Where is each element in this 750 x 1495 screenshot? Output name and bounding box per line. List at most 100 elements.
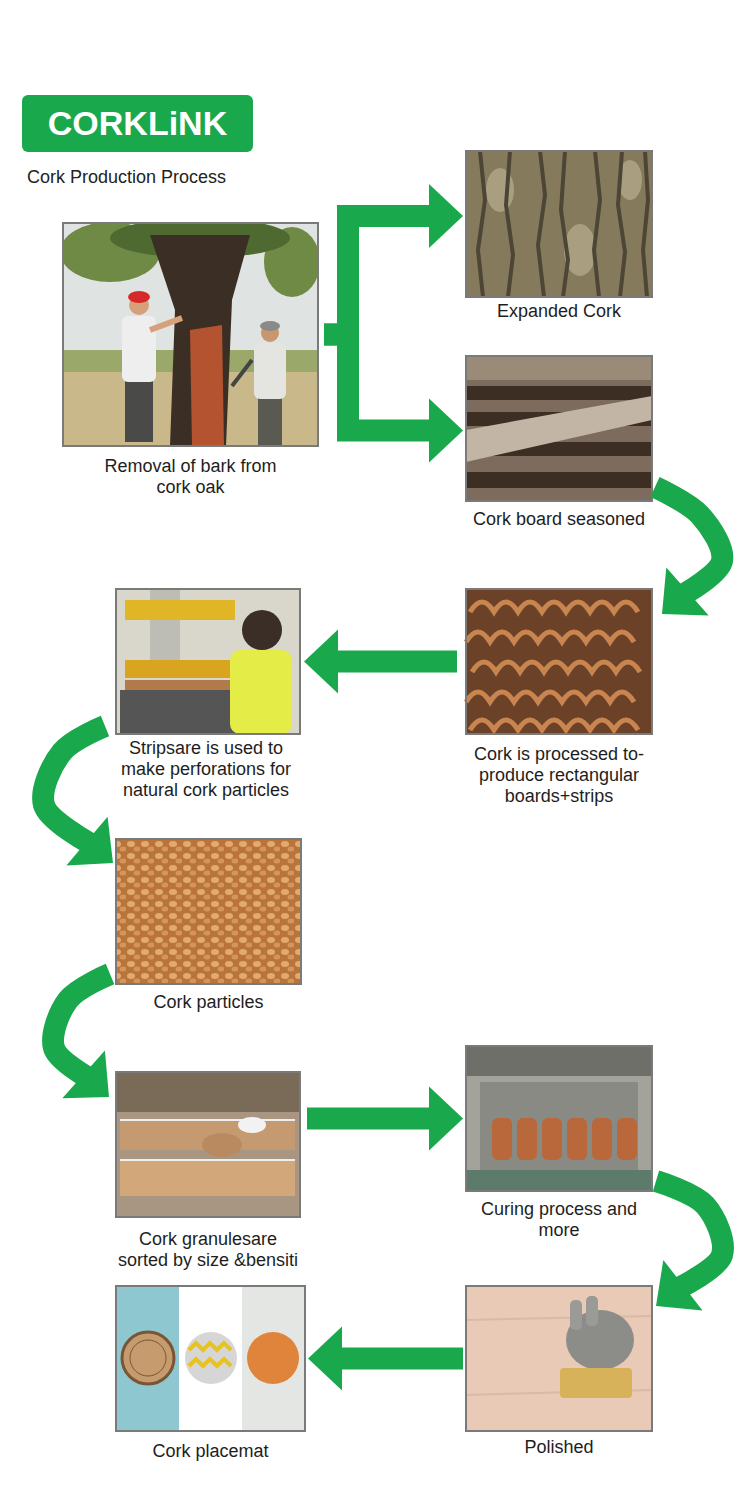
worker-shirt bbox=[254, 343, 286, 399]
bark-removal-photo bbox=[63, 223, 318, 446]
subtitle-holder: Cork Production Process bbox=[27, 166, 226, 188]
worker-arm bbox=[150, 318, 182, 330]
flow-arrow bbox=[308, 1327, 463, 1391]
arrow-shaft bbox=[324, 335, 432, 431]
arrow-head bbox=[62, 1050, 109, 1098]
tray bbox=[120, 1160, 295, 1196]
mould-slot bbox=[592, 1118, 612, 1160]
curing-photo bbox=[466, 1046, 652, 1191]
photo-frame bbox=[116, 1286, 305, 1431]
worker-legs bbox=[125, 380, 153, 442]
press-top bbox=[466, 1046, 652, 1076]
arrow-head bbox=[429, 184, 463, 248]
operator-shirt bbox=[230, 650, 292, 734]
photo-frame bbox=[116, 839, 301, 984]
flow-arrow bbox=[307, 1087, 463, 1151]
step-caption: Polished bbox=[466, 1437, 652, 1458]
glove-finger bbox=[570, 1300, 582, 1330]
photo-frame bbox=[116, 1072, 300, 1217]
press-frame bbox=[125, 600, 235, 620]
flow-arrow bbox=[43, 726, 113, 866]
tray-edge bbox=[120, 1119, 295, 1121]
cork-strip bbox=[125, 680, 235, 690]
cork-particles-photo bbox=[116, 839, 301, 984]
process-step: Removal of bark from cork oak bbox=[60, 223, 321, 498]
process-step: Curing process and more bbox=[466, 1046, 652, 1241]
press-body bbox=[480, 1082, 638, 1170]
worker-legs bbox=[258, 395, 282, 445]
panel bbox=[179, 1286, 242, 1431]
glove-finger bbox=[586, 1296, 598, 1326]
arrow-head bbox=[662, 568, 709, 616]
stack-top bbox=[466, 356, 652, 380]
photo-frame bbox=[466, 151, 652, 297]
photo-frame bbox=[466, 356, 652, 501]
process-step: Cork board seasoned bbox=[466, 356, 652, 530]
worker-shirt bbox=[122, 316, 156, 382]
flow-arrow bbox=[304, 630, 457, 694]
brand-badge: CORKLiNK bbox=[22, 95, 253, 152]
step-caption: Stripsare is used to make perforations f… bbox=[114, 738, 299, 801]
step-caption: Cork granulesare sorted by size &bensiti bbox=[114, 1229, 302, 1271]
operator-head bbox=[242, 610, 282, 650]
mould-slot bbox=[542, 1118, 562, 1160]
arrow-head bbox=[429, 399, 463, 463]
arrow-shaft bbox=[307, 1108, 432, 1130]
photo-frame bbox=[466, 1046, 652, 1191]
photo-frame bbox=[466, 1286, 652, 1431]
coaster-ring bbox=[130, 1340, 166, 1376]
process-step: Expanded Cork bbox=[466, 151, 652, 322]
bark-crack bbox=[478, 151, 648, 297]
panel bbox=[116, 1286, 179, 1431]
arrow-head bbox=[66, 817, 113, 866]
tray-edge bbox=[120, 1159, 295, 1161]
photo-frame bbox=[466, 589, 652, 734]
photo-frame bbox=[116, 589, 300, 734]
step-caption: Cork placemat bbox=[116, 1441, 305, 1462]
process-step: Cork is processed to- produce rectangula… bbox=[460, 589, 658, 807]
path-strip bbox=[466, 396, 652, 462]
worker-cap bbox=[128, 291, 150, 303]
arrow-shaft bbox=[655, 487, 722, 593]
stack-row bbox=[466, 386, 652, 400]
step-caption: Cork particles bbox=[116, 992, 301, 1013]
subtitle: Cork Production Process bbox=[27, 167, 226, 187]
zigzag bbox=[189, 1343, 231, 1350]
sorting-photo bbox=[116, 1072, 300, 1217]
board-stacks bbox=[466, 356, 652, 501]
brand-name: CORKLiNK bbox=[22, 95, 253, 152]
flow-arrow bbox=[324, 184, 463, 335]
press-platform bbox=[466, 1170, 652, 1191]
press-photo bbox=[116, 589, 300, 734]
arrow-head bbox=[308, 1327, 342, 1391]
shelves bbox=[116, 1072, 300, 1112]
mould-slot bbox=[517, 1118, 537, 1160]
flow-arrow bbox=[655, 487, 722, 615]
panel bbox=[242, 1286, 305, 1431]
plank-arc bbox=[466, 602, 640, 730]
worker-cap bbox=[260, 321, 280, 331]
polishing-photo bbox=[466, 1286, 652, 1431]
mould-slot bbox=[492, 1118, 512, 1160]
mould-slot bbox=[567, 1118, 587, 1160]
arrow-shaft bbox=[43, 726, 105, 843]
arrow-shaft bbox=[324, 216, 432, 335]
process-step: Stripsare is used to make perforations f… bbox=[111, 589, 301, 801]
glove bbox=[238, 1117, 266, 1133]
press-platen bbox=[125, 660, 235, 678]
step-caption: Expanded Cork bbox=[466, 301, 652, 322]
step-caption: Removal of bark from cork oak bbox=[91, 456, 291, 498]
axe bbox=[232, 360, 252, 386]
coaster bbox=[247, 1332, 299, 1384]
coaster bbox=[122, 1332, 174, 1384]
arrow-head bbox=[304, 630, 338, 694]
bark-texture bbox=[466, 151, 652, 297]
step-caption: Curing process and more bbox=[469, 1199, 649, 1241]
trunk bbox=[150, 235, 250, 446]
plank-pile bbox=[466, 589, 652, 734]
photo-frame bbox=[63, 223, 318, 446]
arrow-head bbox=[429, 1087, 463, 1151]
arrow-shaft bbox=[339, 1348, 463, 1370]
arrow-head bbox=[656, 1260, 702, 1311]
process-step: Cork placemat bbox=[116, 1286, 305, 1462]
